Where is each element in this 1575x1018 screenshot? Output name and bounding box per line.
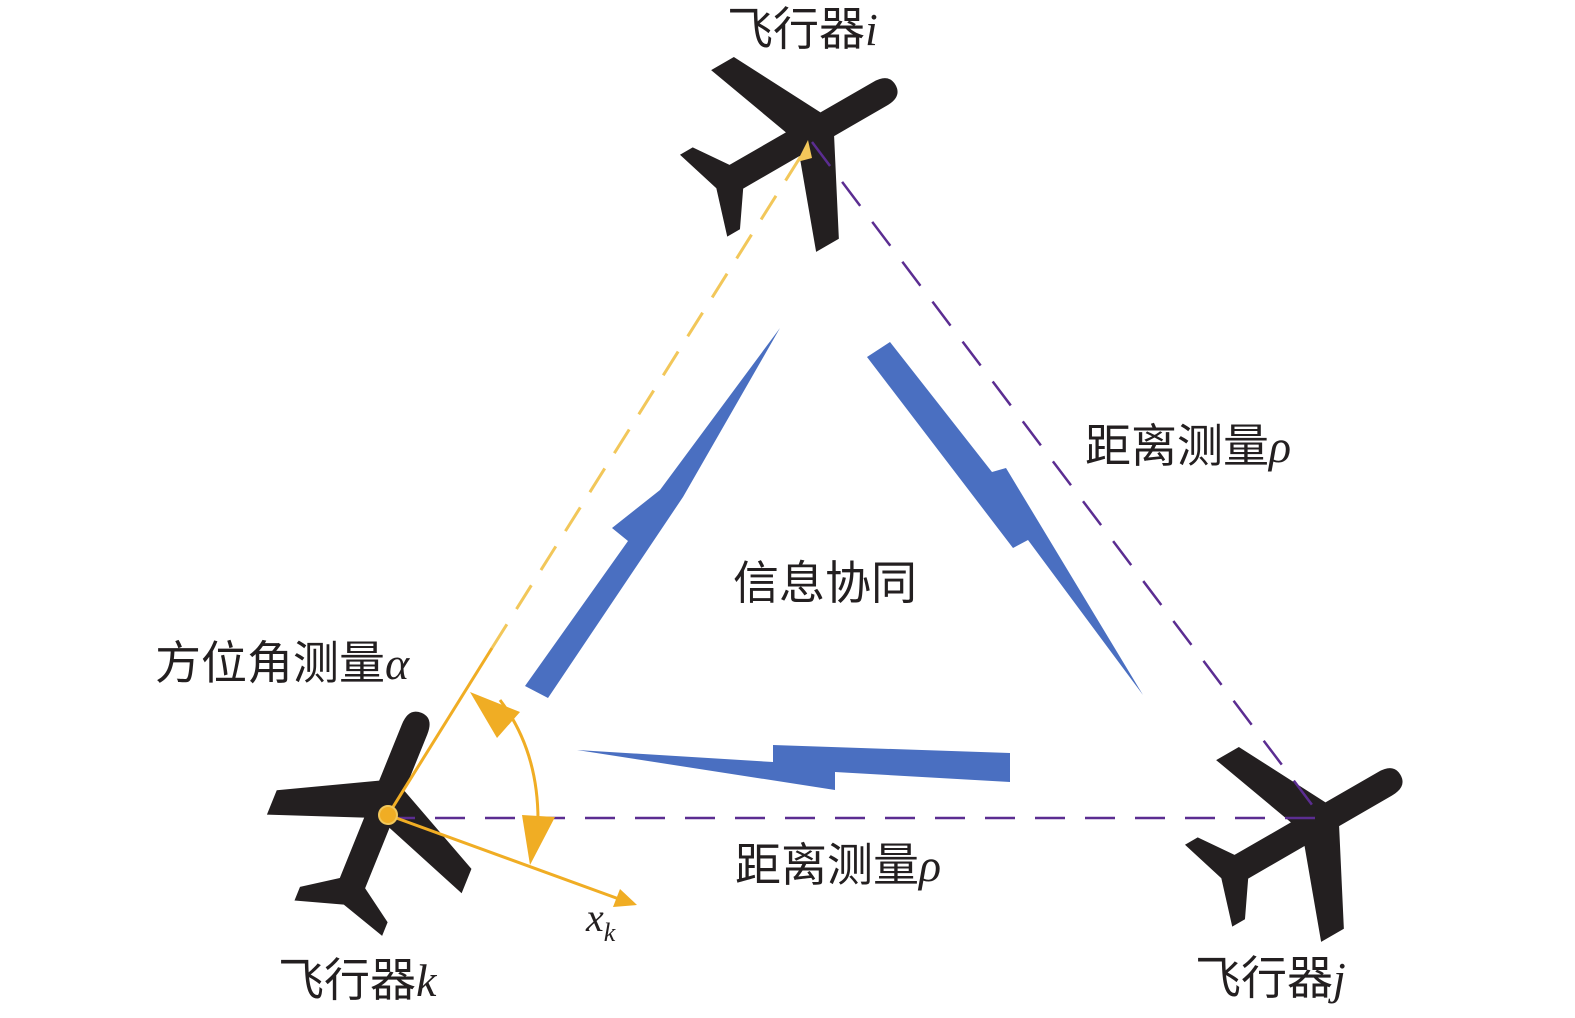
link-bolt-i-j (867, 342, 1143, 695)
aircraft-k-label: 飞行器k (278, 953, 437, 1007)
range-measurement-label-bottom: 距离测量ρ (735, 838, 942, 892)
range-measurement-label-right: 距离测量ρ (1085, 419, 1292, 473)
azimuth-measurement-label: 方位角测量α (155, 636, 410, 690)
link-bolt-k-i (525, 328, 780, 698)
info-cooperation-label: 信息协同 (733, 556, 917, 610)
aircraft-j-label: 飞行器j (1195, 951, 1346, 1005)
xk-axis-label: xk (586, 895, 616, 947)
xk-axis-line (387, 813, 631, 905)
aircraft-j-icon (1156, 683, 1453, 977)
aircraft-i-label: 飞行器i (727, 2, 878, 56)
azimuth-line-dashed (490, 147, 808, 649)
arc-arrow-up-icon (470, 692, 520, 738)
arc-arrow-down-icon (522, 815, 555, 865)
xk-arrowhead-icon (613, 889, 637, 907)
azimuth-arrowhead-icon (797, 140, 812, 162)
azimuth-line (386, 647, 494, 816)
link-bolt-k-j (577, 745, 1010, 790)
aircraft-k-origin-dot (378, 805, 398, 825)
range-line-i-j (811, 141, 1323, 819)
